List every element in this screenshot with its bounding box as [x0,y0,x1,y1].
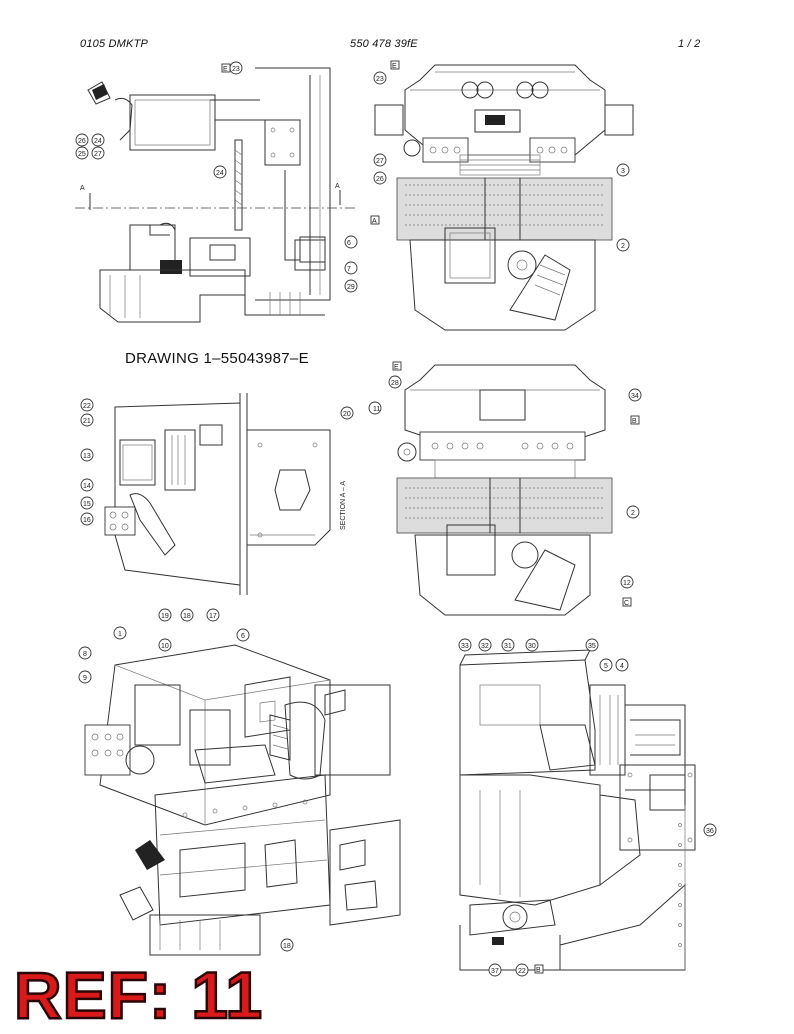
svg-text:E: E [392,63,397,70]
side-view-drawing: A A 23 E 26 25 24 27 24 6 7 29 [75,61,358,323]
svg-text:2: 2 [621,243,625,250]
svg-text:31: 31 [504,643,512,650]
svg-text:19: 19 [161,613,169,620]
svg-text:22: 22 [83,403,91,410]
svg-text:26: 26 [78,138,86,145]
svg-text:33: 33 [461,643,469,650]
section-view-drawing: 22 21 13 14 15 16 19 18 17 20 SECTION A … [80,393,354,622]
header-part-number: 550 478 39fE [350,38,418,50]
svg-text:E: E [394,364,399,371]
svg-text:23: 23 [232,66,240,73]
isometric-rear-view-drawing: 33 32 31 30 35 5 4 36 37 22 B [458,638,717,977]
svg-text:18: 18 [283,943,291,950]
svg-text:29: 29 [347,284,355,291]
svg-text:4: 4 [620,663,624,670]
svg-text:27: 27 [376,158,384,165]
svg-text:28: 28 [391,380,399,387]
svg-text:22: 22 [518,968,526,975]
top-view-2-drawing: E 28 11 34 B 2 12 C [368,361,642,616]
svg-text:35: 35 [588,643,596,650]
svg-text:3: 3 [621,168,625,175]
header-page-number: 1 / 2 [678,38,701,50]
svg-text:25: 25 [78,151,86,158]
svg-text:E: E [223,66,228,73]
svg-text:B: B [632,418,637,425]
svg-text:24: 24 [216,170,224,177]
callout-balloons: 22 21 13 14 15 16 19 18 17 20 [80,398,354,622]
svg-text:8: 8 [83,651,87,658]
svg-text:23: 23 [376,76,384,83]
drawing-title: DRAWING 1–55043987–E [125,350,309,367]
svg-text:13: 13 [83,453,91,460]
callout-balloons: 1 8 9 10 6 18 [78,626,294,952]
svg-text:16: 16 [83,517,91,524]
svg-text:30: 30 [528,643,536,650]
svg-text:14: 14 [83,483,91,490]
svg-text:11: 11 [373,406,380,413]
svg-text:9: 9 [83,675,87,682]
svg-text:15: 15 [83,501,91,508]
callout-balloons: E 28 11 34 B 2 12 C [368,361,642,607]
svg-text:6: 6 [347,240,351,247]
svg-text:B: B [536,967,541,974]
header-doc-code: 0105 DMKTP [80,38,149,50]
svg-text:A: A [80,185,85,192]
section-label: SECTION A – A [340,481,347,530]
svg-text:24: 24 [94,138,102,145]
svg-text:26: 26 [376,176,384,183]
svg-text:10: 10 [161,643,169,650]
isometric-view-drawing: 1 8 9 10 6 18 [78,626,401,956]
svg-text:6: 6 [241,633,245,640]
svg-text:34: 34 [631,393,639,400]
svg-text:20: 20 [343,411,351,418]
svg-text:12: 12 [623,580,631,587]
svg-text:7: 7 [347,266,351,273]
svg-text:C: C [624,600,629,607]
svg-text:17: 17 [209,613,217,620]
svg-text:1: 1 [118,631,122,638]
top-view-drawing: 23 E 27 26 3 2 A [370,60,634,331]
svg-text:36: 36 [706,828,714,835]
svg-text:21: 21 [83,418,91,425]
svg-text:A: A [372,218,377,225]
svg-text:A: A [335,183,340,190]
callout-balloons: 23 E 27 26 3 2 A [370,60,630,252]
callout-balloons: 23 E 26 25 24 27 24 6 7 29 [75,61,358,293]
svg-text:2: 2 [631,510,635,517]
svg-text:18: 18 [183,613,191,620]
svg-text:5: 5 [604,663,608,670]
callout-balloons: 33 32 31 30 35 5 4 36 37 22 B [458,638,717,977]
svg-text:27: 27 [94,151,102,158]
reference-label: REF: 11 [13,958,264,1032]
svg-text:32: 32 [481,643,489,650]
svg-text:37: 37 [491,968,499,975]
